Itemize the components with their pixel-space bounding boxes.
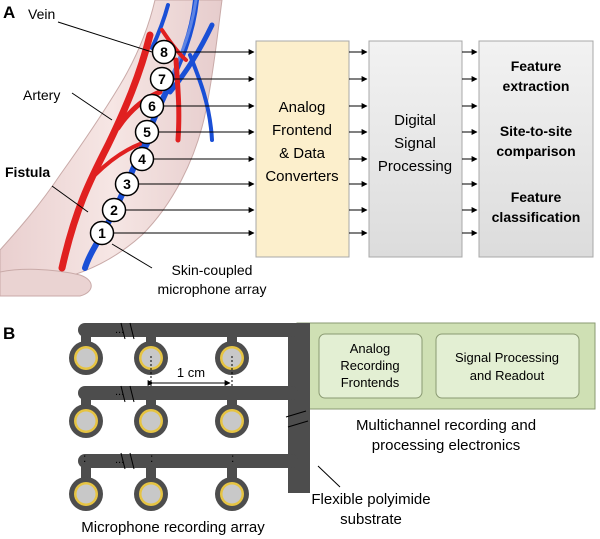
site-number: 3 bbox=[123, 176, 131, 192]
site-number: 5 bbox=[143, 124, 151, 140]
microphone-membrane bbox=[76, 484, 96, 504]
analog-frontends-box bbox=[318, 333, 423, 399]
substrate-caption-line1: Flexible polyimide bbox=[311, 491, 430, 508]
site-circle bbox=[149, 66, 175, 92]
panel-a-label: A bbox=[3, 3, 15, 22]
scale-bar bbox=[147, 356, 233, 388]
box3-item1-line2: extraction bbox=[503, 78, 570, 94]
board-box2-line2: and Readout bbox=[470, 368, 545, 383]
site-number: 1 bbox=[98, 225, 106, 241]
substrate-row-trace bbox=[78, 454, 298, 468]
board-box1-line2: Recording bbox=[340, 358, 399, 373]
site-number: 7 bbox=[158, 71, 166, 87]
ellipsis-row1: ... bbox=[115, 324, 124, 336]
site-circle bbox=[151, 39, 177, 65]
array-caption: Microphone recording array bbox=[81, 519, 265, 536]
site-circle bbox=[129, 146, 155, 172]
box3-item2-line1: Site-to-site bbox=[500, 123, 573, 139]
substrate-break-marks bbox=[120, 322, 309, 470]
site-number: 4 bbox=[138, 151, 146, 167]
flexible-substrate bbox=[78, 323, 310, 493]
fistula-label: Fistula bbox=[5, 164, 50, 180]
board-box2-line1: Signal Processing bbox=[455, 350, 559, 365]
site-circle bbox=[139, 93, 165, 119]
microphone-membrane bbox=[76, 411, 96, 431]
ellipsis-row3: ... bbox=[115, 454, 124, 466]
substrate-row-trace bbox=[78, 323, 298, 337]
site-number: 8 bbox=[160, 44, 168, 60]
microphone-membrane bbox=[222, 411, 242, 431]
scale-label: 1 cm bbox=[177, 365, 205, 380]
site-number: 6 bbox=[148, 98, 156, 114]
ellipsis-row2: ... bbox=[115, 386, 124, 398]
microphone-membrane bbox=[76, 348, 96, 368]
substrate-leader bbox=[317, 465, 341, 488]
box1-line4: Converters bbox=[265, 168, 338, 185]
vein-label: Vein bbox=[28, 6, 55, 22]
vein-leader bbox=[57, 21, 153, 53]
artery-leader bbox=[71, 92, 113, 121]
box2-line2: Signal bbox=[394, 135, 436, 152]
artery-vessels bbox=[58, 28, 188, 272]
vdots-col3: : bbox=[231, 451, 234, 465]
dsp-box bbox=[368, 40, 463, 258]
box-arrows bbox=[349, 49, 478, 236]
site-circle bbox=[114, 171, 140, 197]
board-caption-line2: processing electronics bbox=[372, 437, 520, 454]
board-box1-line1: Analog bbox=[350, 341, 390, 356]
site-number: 2 bbox=[110, 202, 118, 218]
panel-b-label: B bbox=[3, 324, 15, 343]
box3-item3-line1: Feature bbox=[511, 189, 562, 205]
box2-line3: Processing bbox=[378, 158, 452, 175]
feature-box bbox=[478, 40, 594, 258]
artery-label: Artery bbox=[23, 87, 60, 103]
vdots-col1: : bbox=[83, 451, 86, 465]
box3-item1-line1: Feature bbox=[511, 58, 562, 74]
box1-line1: Analog bbox=[279, 99, 326, 116]
box3-item3-line2: classification bbox=[492, 209, 581, 225]
site-circle bbox=[101, 197, 127, 223]
ellipsis-marks: ... ... ... : : : bbox=[83, 324, 234, 466]
vdots-col2: : bbox=[150, 451, 153, 465]
board-box1-line3: Frontends bbox=[341, 375, 400, 390]
hand-shape bbox=[0, 268, 92, 297]
box3-item2-line2: comparison bbox=[496, 143, 575, 159]
box2-line1: Digital bbox=[394, 112, 436, 129]
mic-array-label-line2: microphone array bbox=[158, 281, 267, 297]
substrate-spine bbox=[288, 323, 310, 493]
analog-frontend-box bbox=[255, 40, 350, 258]
box1-line2: Frontend bbox=[272, 122, 332, 139]
substrate-stub bbox=[146, 461, 156, 483]
mic-array-label-line1: Skin-coupled bbox=[172, 262, 253, 278]
substrate-stub bbox=[227, 461, 237, 483]
board-caption-line1: Multichannel recording and bbox=[356, 417, 536, 434]
mic-array-leader bbox=[111, 243, 153, 269]
microphone-membrane bbox=[141, 411, 161, 431]
box1-line3: & Data bbox=[279, 145, 326, 162]
site-circle bbox=[89, 220, 115, 246]
substrate-stub bbox=[81, 461, 91, 483]
microphone-membrane bbox=[141, 484, 161, 504]
microphone-grid bbox=[69, 341, 249, 511]
substrate-caption-line2: substrate bbox=[340, 511, 402, 528]
signal-processing-box bbox=[435, 333, 580, 399]
fistula-leader bbox=[51, 185, 89, 213]
site-circle bbox=[134, 119, 160, 145]
substrate-row-trace bbox=[78, 386, 298, 400]
microphone-membrane bbox=[222, 484, 242, 504]
